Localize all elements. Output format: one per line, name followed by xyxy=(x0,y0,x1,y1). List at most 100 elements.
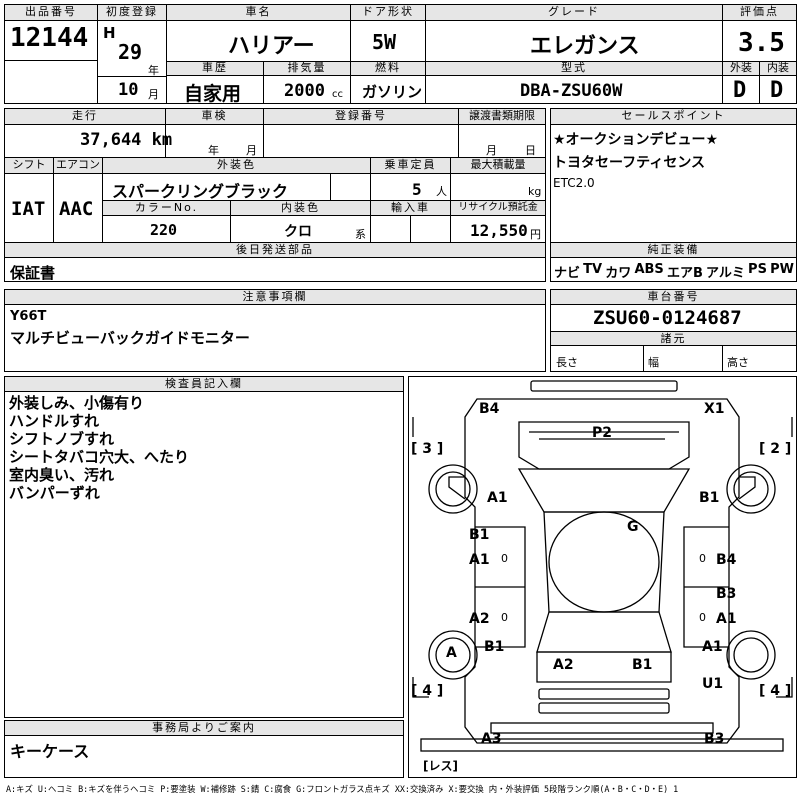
sales-point-1: ★オークションデビュー★ xyxy=(553,132,719,148)
load-label: 最大積載量 xyxy=(451,158,545,174)
capacity: 5 xyxy=(412,180,422,199)
int-color-unit: 系 xyxy=(355,228,366,241)
inspector-notes: 外装しみ、小傷有り ハンドルすれ シフトノブすれ シートタバコ穴大、へたり 室内… xyxy=(9,394,189,502)
lot-no: 12144 xyxy=(10,23,89,53)
later-label: 後日発送部品 xyxy=(5,243,545,258)
era: H xyxy=(103,24,116,42)
office-label: 事務局よりご案内 xyxy=(5,721,403,736)
car-name-label: 車名 xyxy=(167,5,350,21)
door-label: ドア形状 xyxy=(351,5,425,21)
mark-b3: B3 xyxy=(704,731,725,747)
mark-u1: U1 xyxy=(702,676,724,692)
corner-4-left: [ 4 ] xyxy=(411,683,444,699)
recycle-label: リサイクル預託金 xyxy=(451,201,545,216)
int-color: クロ xyxy=(284,224,312,240)
mark-b4-r: B4 xyxy=(716,552,737,568)
int-color-label: 内装色 xyxy=(231,201,370,216)
equipment-label: 純正装備 xyxy=(551,243,796,258)
height-label: 高さ xyxy=(727,356,749,369)
res-label: [レス] xyxy=(423,759,458,773)
aircon: AAC xyxy=(59,198,94,220)
fuel: ガソリン xyxy=(362,83,423,101)
equip-alloy: アルミ xyxy=(706,266,745,281)
equip-tv: TV xyxy=(583,262,603,277)
equip-pw: PW xyxy=(770,262,794,277)
equip-airbag: エアB xyxy=(666,266,703,281)
mark-a1-l1: A1 xyxy=(469,552,490,568)
reg-no-label: 登録番号 xyxy=(264,109,458,125)
office-text: キーケース xyxy=(10,742,90,761)
color: スパークリングブラック xyxy=(112,182,289,201)
later: 保証書 xyxy=(10,264,56,282)
month-unit: 月 xyxy=(148,88,159,101)
corner-4-right: [ 4 ] xyxy=(759,683,792,699)
displacement-unit: cc xyxy=(332,89,343,100)
first-reg-label: 初度登録 xyxy=(98,5,166,21)
inspector-line-5: 室内臭い、汚れ xyxy=(9,466,115,484)
shift: IAT xyxy=(11,198,46,220)
mark-x1-top: X1 xyxy=(704,401,725,417)
mark-b4-top: B4 xyxy=(479,401,500,417)
door: 5W xyxy=(372,30,397,54)
sales-points-label: セールスポイント xyxy=(551,109,796,125)
inspection-label: 車検 xyxy=(166,109,263,125)
load-unit: kg xyxy=(528,185,542,198)
transfer-day: 日 xyxy=(525,144,536,157)
inspector-line-6: バンパーずれ xyxy=(9,484,100,502)
equip-ps: PS xyxy=(748,262,767,277)
grade-label: グレード xyxy=(426,5,722,21)
history-label: 車歴 xyxy=(167,62,263,76)
inspection-month-unit: 月 xyxy=(246,144,257,157)
mark-a-wheel: A xyxy=(446,645,457,661)
mark-p2: P2 xyxy=(592,425,613,441)
mark-b1-fr: B1 xyxy=(699,490,720,506)
recycle-unit: 円 xyxy=(530,228,541,241)
sales-point-3: ETC2.0 xyxy=(553,176,595,190)
history: 自家用 xyxy=(184,83,242,105)
exterior-label: 外装 xyxy=(723,62,759,76)
notes-line-2: マルチビューバックガイドモニター xyxy=(10,329,250,347)
lot-no-label: 出品番号 xyxy=(5,5,97,21)
inspector-line-4: シートタバコ穴大、へたり xyxy=(9,448,190,466)
mark-zero-l2: 0 xyxy=(501,611,508,624)
notes-label: 注意事項欄 xyxy=(5,290,545,305)
mark-b1-l1: B1 xyxy=(469,527,490,543)
car-name: ハリアー xyxy=(228,34,315,59)
inspector-line-2: ハンドルすれ xyxy=(9,412,100,430)
mark-a1-r2: A1 xyxy=(702,639,723,655)
year-unit: 年 xyxy=(148,64,159,77)
mark-b1-rear: B1 xyxy=(632,657,653,673)
inspector-line-3: シフトノブすれ xyxy=(9,430,115,448)
exterior: D xyxy=(733,78,747,103)
mark-a2-rear: A2 xyxy=(553,657,574,673)
inspection-year-unit: 年 xyxy=(208,144,219,157)
fuel-label: 燃料 xyxy=(351,62,425,76)
capacity-unit: 人 xyxy=(436,185,447,198)
corner-2: [ 2 ] xyxy=(759,441,792,457)
notes-line-1: Y66T xyxy=(10,309,47,324)
legend: A:キズ U:ヘコミ B:キズを伴うヘコミ P:要塗装 W:補修跡 S:錆 C:… xyxy=(6,784,679,794)
shift-label: シフト xyxy=(5,158,53,174)
score-label: 評価点 xyxy=(723,5,796,21)
mark-a3: A3 xyxy=(481,731,502,747)
aircon-label: エアコン xyxy=(54,158,102,174)
color-label: 外装色 xyxy=(103,158,370,174)
length-label: 長さ xyxy=(556,356,578,369)
equip-leather: カワ xyxy=(605,266,632,281)
inspector-line-1: 外装しみ、小傷有り xyxy=(9,394,145,412)
capacity-label: 乗車定員 xyxy=(371,158,450,174)
chassis-label: 車台番号 xyxy=(551,290,796,305)
sales-point-2: トヨタセーフティセンス xyxy=(553,155,706,171)
car-outline xyxy=(412,380,793,752)
grade: エレガンス xyxy=(530,34,640,59)
equip-navi: ナビ xyxy=(554,266,581,281)
interior: D xyxy=(770,78,784,103)
import-label: 輸入車 xyxy=(371,201,450,216)
year: 29 xyxy=(118,40,143,64)
color-no-label: カラーNo. xyxy=(103,201,230,216)
displacement: 2000 xyxy=(284,81,325,101)
width-label: 幅 xyxy=(648,356,659,369)
score: 3.5 xyxy=(738,28,785,58)
dims-label: 諸元 xyxy=(551,331,796,346)
displacement-label: 排気量 xyxy=(264,62,350,76)
